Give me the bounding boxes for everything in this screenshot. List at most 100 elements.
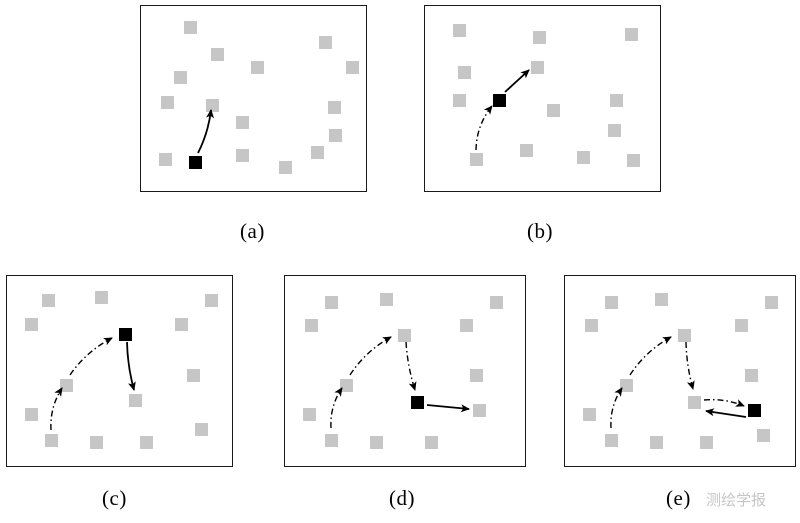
node-square [187,369,200,382]
panel-canvas-d [303,293,503,449]
agent-square [493,94,506,107]
node-square [398,329,411,342]
path-history-arrow [349,336,392,376]
agent-square [189,156,202,169]
node-square [140,436,153,449]
diagram-panel-a [140,5,367,192]
node-square [184,21,197,34]
node-square [470,369,483,382]
node-square [735,319,748,332]
diagram-panel-c [6,275,233,467]
node-square [205,294,218,307]
node-square [700,436,713,449]
node-square [329,129,342,142]
move-arrow [126,341,136,391]
path-history-arrow [50,387,63,431]
path-history-arrow [475,105,493,151]
node-square [311,146,324,159]
node-square [340,379,353,392]
node-square [620,379,633,392]
path-history-arrow [330,387,343,429]
node-square [159,153,172,166]
move-arrow [705,408,747,418]
node-square [236,116,249,129]
agent-square [119,328,132,341]
path-history-arrow [69,337,113,376]
node-square [175,318,188,331]
node-square [319,36,332,49]
diagram-panel-d [284,275,526,467]
node-square [533,31,546,44]
node-square [650,436,663,449]
path-history-arrow [610,387,623,429]
move-arrow [197,109,215,154]
panel-label-d: (d) [389,486,415,510]
diagram-panel-e [564,275,796,467]
node-square [688,396,701,409]
agent-square [411,396,424,409]
node-square [531,61,544,74]
node-square [279,161,292,174]
node-square [195,423,208,436]
panel-canvas-a [159,21,359,174]
panel-canvas-b [453,24,640,167]
node-square [236,149,249,162]
node-square [25,408,38,421]
panel-label-e: (e) [666,486,691,510]
node-square [174,71,187,84]
node-square [605,296,618,309]
node-square [90,436,103,449]
node-square [328,101,341,114]
node-square [610,94,623,107]
panel-label-a: (a) [240,219,265,243]
node-square [745,369,758,382]
node-square [325,296,338,309]
path-history-arrow [629,336,672,376]
node-square [206,99,219,112]
move-arrow [504,69,530,93]
node-square [520,144,533,157]
path-history-arrow [685,341,695,390]
node-square [605,434,618,447]
agent-square [748,404,761,417]
node-square [95,291,108,304]
node-square [625,28,638,41]
node-square [346,61,359,74]
node-square [458,66,471,79]
panel-canvas-e [583,293,778,449]
node-square [45,434,58,447]
node-square [303,408,316,421]
node-square [765,296,778,309]
node-square [627,154,640,167]
node-square [453,24,466,37]
node-square [25,318,38,331]
node-square [655,293,668,306]
node-square [583,408,596,421]
node-square [211,48,224,61]
node-square [547,104,560,117]
node-square [251,61,264,74]
node-square [60,379,73,392]
node-square [757,429,770,442]
node-square [305,319,318,332]
panel-label-b: (b) [527,219,553,243]
node-square [453,94,466,107]
path-history-arrow [405,341,417,391]
panel-canvas-c [25,291,218,449]
node-square [585,319,598,332]
node-square [460,319,473,332]
node-square [370,436,383,449]
node-square [425,436,438,449]
node-square [380,293,393,306]
node-square [325,434,338,447]
node-square [678,329,691,342]
node-square [608,124,621,137]
diagram-panel-b [424,5,661,192]
journal-watermark: 测绘学报 [706,491,767,509]
node-square [129,394,142,407]
path-history-arrow [703,398,745,407]
panel-label-c: (c) [102,486,127,510]
move-arrow [426,404,470,413]
node-square [42,294,55,307]
